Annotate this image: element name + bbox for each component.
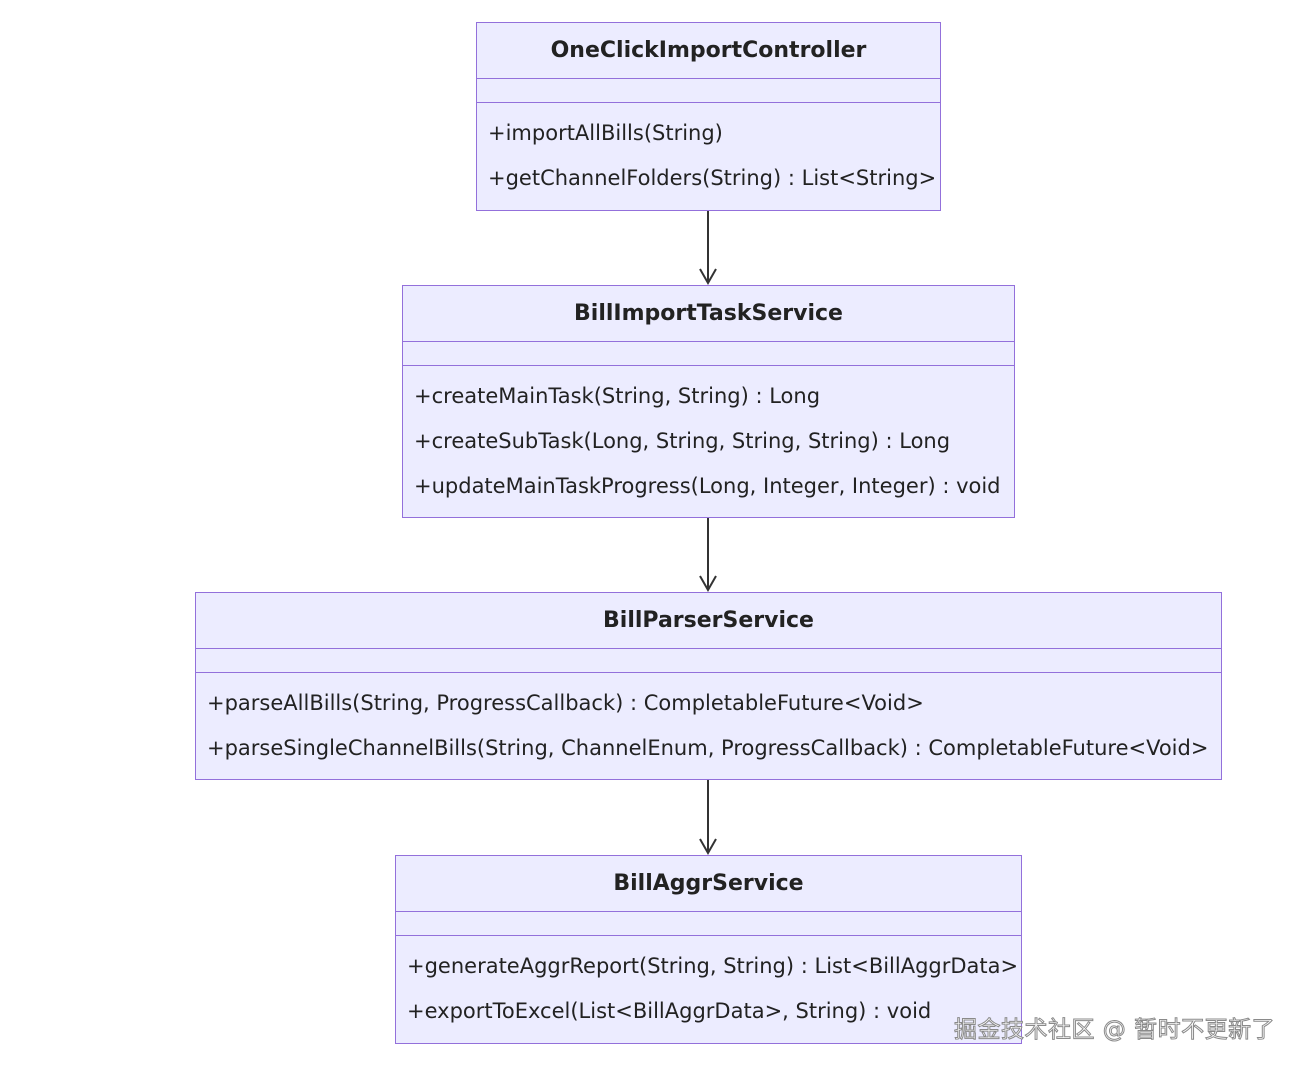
method-parse-single-channel-bills: +parseSingleChannelBills(String, Channel… (207, 736, 1209, 760)
class-methods-section: +parseAllBills(String, ProgressCallback)… (196, 673, 1221, 771)
method-get-channel-folders: +getChannelFolders(String) : List<String… (488, 166, 937, 190)
class-methods-section: +generateAggrReport(String, String) : Li… (396, 936, 1021, 1034)
method-create-main-task: +createMainTask(String, String) : Long (414, 384, 821, 408)
class-title: OneClickImportController (477, 23, 940, 79)
arrowhead-taskservice-to-parserservice (699, 575, 717, 593)
method-create-sub-task: +createSubTask(Long, String, String, Str… (414, 429, 951, 453)
arrowhead-parserservice-to-aggrservice (699, 838, 717, 856)
class-bill-aggr-service[interactable]: BillAggrService +generateAggrReport(Stri… (395, 855, 1022, 1044)
class-title: BillAggrService (396, 856, 1021, 912)
class-title: BillParserService (196, 593, 1221, 649)
method-parse-all-bills: +parseAllBills(String, ProgressCallback)… (207, 691, 924, 715)
watermark-text: 掘金技术社区 @ 暂时不更新了 (953, 1017, 1276, 1044)
method-import-all-bills: +importAllBills(String) (488, 121, 723, 145)
class-attributes-section (477, 79, 940, 103)
class-title: BillImportTaskService (403, 286, 1014, 342)
class-methods-section: +createMainTask(String, String) : Long +… (403, 366, 1014, 509)
class-attributes-section (403, 342, 1014, 366)
method-update-main-task-progress: +updateMainTaskProgress(Long, Integer, I… (414, 474, 1001, 498)
class-one-click-import-controller[interactable]: OneClickImportController +importAllBills… (476, 22, 941, 211)
class-attributes-section (396, 912, 1021, 936)
method-generate-aggr-report: +generateAggrReport(String, String) : Li… (407, 954, 1019, 978)
class-methods-section: +importAllBills(String) +getChannelFolde… (477, 103, 940, 201)
class-bill-parser-service[interactable]: BillParserService +parseAllBills(String,… (195, 592, 1222, 780)
method-export-to-excel: +exportToExcel(List<BillAggrData>, Strin… (407, 999, 932, 1023)
arrowhead-controller-to-taskservice (699, 268, 717, 286)
class-attributes-section (196, 649, 1221, 673)
class-bill-import-task-service[interactable]: BillImportTaskService +createMainTask(St… (402, 285, 1015, 518)
